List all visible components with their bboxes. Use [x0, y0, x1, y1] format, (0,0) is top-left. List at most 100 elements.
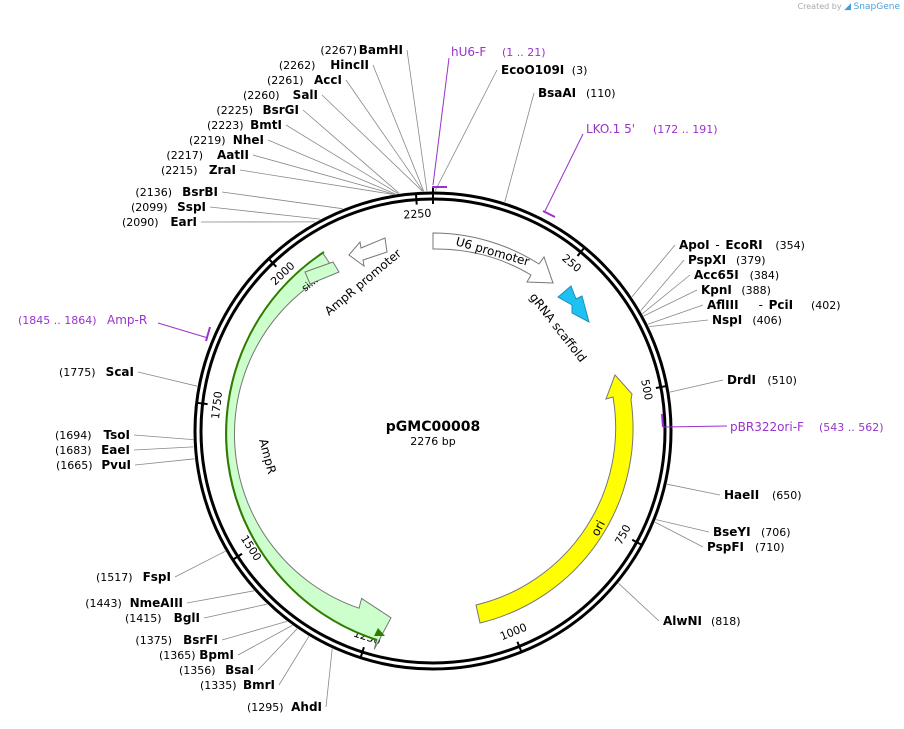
- site-leader-line: [654, 521, 704, 548]
- site-leader-line: [372, 64, 425, 192]
- site-position: (2267): [320, 44, 357, 57]
- site-position: (384): [750, 269, 780, 282]
- signal-peptide-track: [225, 251, 378, 641]
- site-leader-line: [267, 139, 396, 195]
- site-position: (706): [761, 526, 791, 539]
- site-position: (379): [736, 254, 766, 267]
- site-name: BmrI: [243, 678, 275, 692]
- site-name: SalI: [293, 88, 318, 102]
- credit-brand: SnapGene: [853, 2, 900, 12]
- site-eaei: EaeI (1683): [55, 443, 130, 457]
- site-position: (1415): [125, 612, 162, 625]
- site-name: BsrBI: [182, 185, 218, 199]
- site-ecoo109i: EcoO109I (3): [501, 63, 587, 77]
- tick-mark: [576, 246, 586, 257]
- tick-label: 2250: [403, 207, 432, 222]
- site-name: EaeI: [101, 443, 130, 457]
- site-separator: -: [715, 238, 719, 252]
- u6-promoter-arrow: [432, 232, 554, 284]
- site-leader-line: [221, 621, 288, 641]
- site-leader-line: [278, 636, 310, 686]
- site-name: EcoO109I: [501, 63, 564, 77]
- primer-hu6-f-name: hU6-F: [451, 45, 486, 59]
- tick-label: 750: [612, 522, 633, 547]
- site-acc65i: Acc65I (384): [694, 268, 779, 282]
- site-name: PspXI: [688, 253, 726, 267]
- tick-label: 500: [638, 378, 655, 401]
- site-leader-line: [302, 109, 400, 194]
- site-leader-line: [133, 434, 194, 440]
- site-bsrfi: BsrFI(1375): [135, 633, 218, 647]
- site-alwni: AlwNI(818): [663, 614, 741, 628]
- tick-mark: [232, 552, 243, 561]
- site-leader-line: [618, 583, 660, 622]
- site-position: (2090): [122, 216, 159, 229]
- plasmid-length: 2276 bp: [410, 435, 455, 448]
- site-leader-line: [237, 625, 293, 656]
- site-leader-line: [203, 603, 267, 619]
- si-feature-arrow: [304, 261, 340, 285]
- site-position: (2260): [243, 89, 280, 102]
- primer-pbr322ori-f-range: (543 .. 562): [819, 421, 884, 434]
- amp-r-leader: [157, 322, 209, 339]
- hu6-f-leader: [432, 57, 450, 186]
- site-leader-line: [239, 169, 393, 195]
- primer-markers: [157, 57, 728, 428]
- site-name: ZraI: [209, 163, 236, 177]
- site-position: (2217): [166, 149, 203, 162]
- site-position: (1443): [85, 597, 122, 610]
- site-leader-line: [434, 69, 498, 192]
- tick-label: 250: [559, 252, 583, 275]
- site-acci: AccI(2261): [267, 73, 342, 87]
- site-name: BsrGI: [262, 103, 299, 117]
- site-position: (2261): [267, 74, 304, 87]
- site-position: (1517): [96, 571, 133, 584]
- site-position: (3): [572, 64, 588, 77]
- site-nspi: NspI(406): [712, 313, 782, 327]
- site-leader-line: [285, 124, 399, 194]
- site-name: DrdI: [727, 373, 756, 387]
- site-bamhi: BamHI(2267): [320, 43, 403, 57]
- site-position: (1295): [247, 701, 284, 714]
- site-leader-line: [252, 154, 395, 195]
- snapgene-logo-icon: ◢: [844, 2, 852, 12]
- site-bmri: BmrI (1335): [200, 678, 275, 692]
- site-bsrbi: BsrBI(2136): [135, 185, 218, 199]
- site-afliii: AflIII-PciI(402): [707, 298, 841, 312]
- site-bmti: BmtI(2223): [207, 118, 282, 132]
- site-leader-line: [134, 458, 195, 466]
- site-leader-line: [257, 628, 298, 671]
- site-name: AatII: [217, 148, 249, 162]
- tick-mark: [414, 193, 418, 205]
- site-leader-line: [133, 446, 194, 451]
- site-name: SspI: [177, 200, 206, 214]
- site-name: BsaAI: [538, 86, 576, 100]
- site-name: KpnI: [701, 283, 732, 297]
- site-leader-line: [406, 49, 428, 192]
- site-fspi: FspI(1517): [96, 570, 171, 584]
- site-kpni: KpnI(388): [701, 283, 771, 297]
- site-position: (354): [775, 239, 805, 252]
- site-bsaai: BsaAI(110): [538, 86, 616, 100]
- site-name: BpmI: [199, 648, 234, 662]
- site-name: ApoI: [679, 238, 710, 252]
- site-position: (1335): [200, 679, 237, 692]
- site-name: Acc65I: [694, 268, 739, 282]
- site-leader-line: [209, 206, 321, 220]
- site-leader-line: [655, 519, 710, 533]
- site-name: PvuI: [101, 458, 131, 472]
- site-bpmi: BpmI(1365): [159, 648, 234, 662]
- site-position: (818): [711, 615, 741, 628]
- ampr-feature-arrow: [225, 252, 392, 650]
- site-position: (402): [811, 299, 841, 312]
- primer-lko1-range: (172 .. 191): [653, 123, 718, 136]
- primer-amp-r-range: (1845 .. 1864): [18, 314, 97, 327]
- site-name: AhdI: [291, 700, 322, 714]
- site-name: EarI: [170, 215, 197, 229]
- primer-amp-r-name: Amp-R: [107, 313, 147, 327]
- site-position: (1683): [55, 444, 92, 457]
- site-position: (2262): [279, 59, 316, 72]
- site-name: BglI: [174, 611, 200, 625]
- site-name: BsaI: [225, 663, 254, 677]
